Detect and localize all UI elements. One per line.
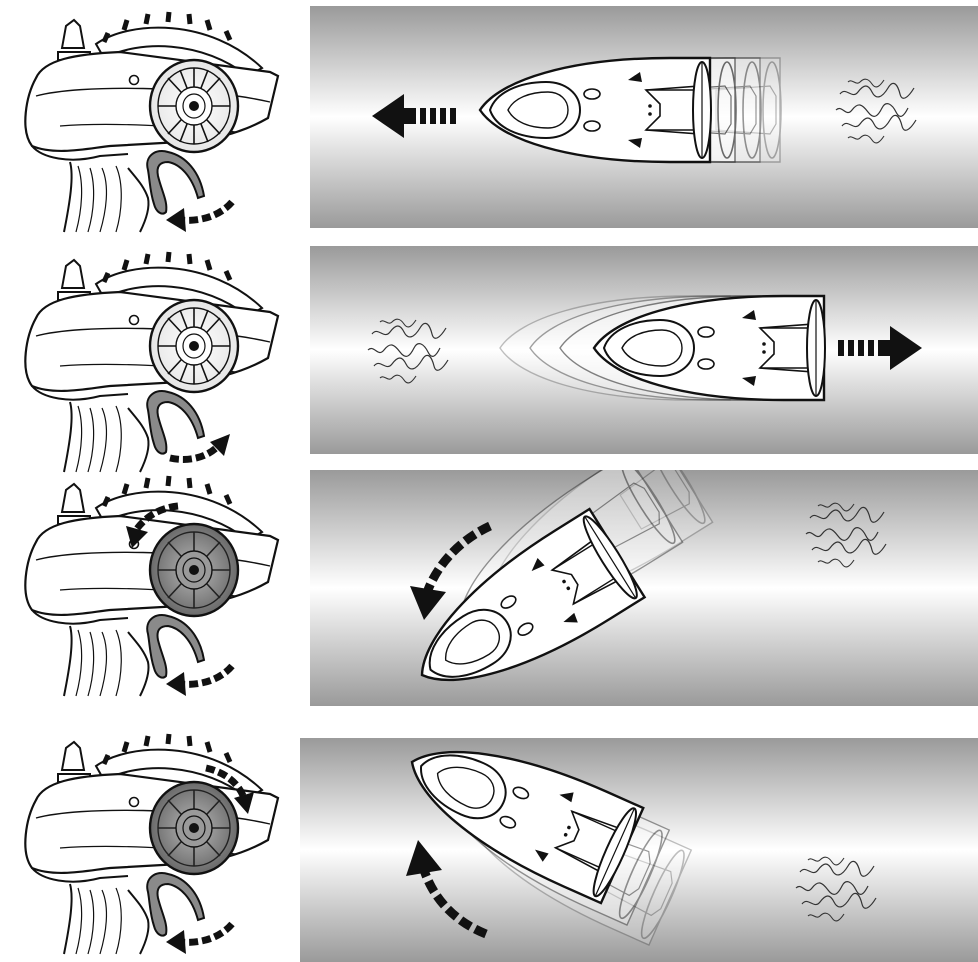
control-row-forward: [0, 6, 978, 230]
water-panel: [310, 6, 978, 228]
steering-wheel-icon: [150, 60, 238, 152]
control-row-reverse: [0, 246, 978, 460]
transmitter-icon: [0, 470, 290, 706]
throttle-trigger-icon: [147, 391, 204, 454]
transmitter-icon: [0, 246, 290, 476]
throttle-trigger-icon: [147, 151, 204, 214]
control-row-turn-right: [0, 728, 978, 962]
transmitter-icon: [0, 6, 290, 236]
water-panel: [310, 246, 978, 454]
throttle-trigger-icon: [147, 873, 204, 936]
steering-wheel-icon: [150, 524, 238, 616]
throttle-trigger-icon: [147, 615, 204, 678]
steering-wheel-icon: [150, 782, 238, 874]
curved-arrow-icon: [166, 924, 232, 954]
control-row-turn-left: [0, 470, 978, 710]
water-panel: [310, 470, 978, 706]
water-panel: [300, 738, 978, 962]
transmitter-icon: [0, 728, 290, 962]
curved-arrow-icon: [166, 666, 232, 696]
curved-arrow-icon: [166, 202, 232, 232]
steering-wheel-icon: [150, 300, 238, 392]
